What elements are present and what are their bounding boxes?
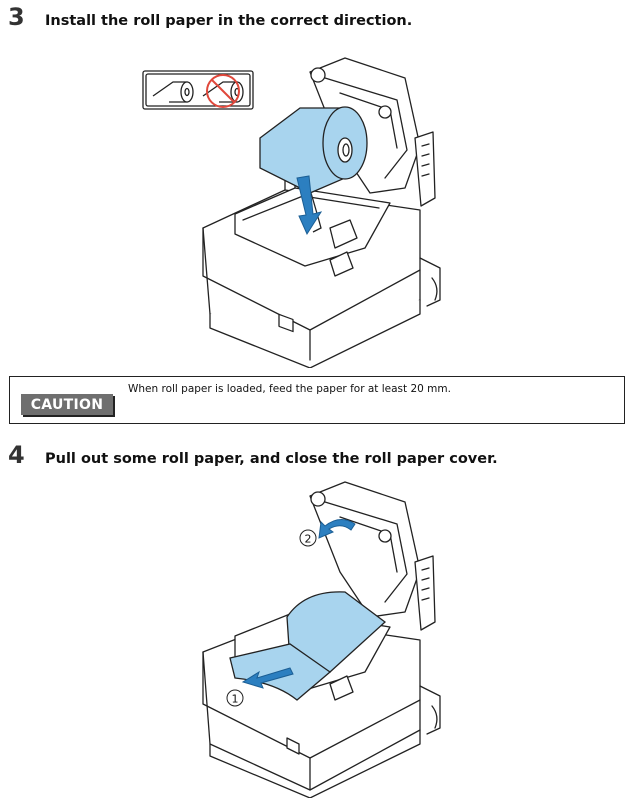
step-title: Pull out some roll paper, and close the … xyxy=(45,451,498,467)
pull-arrow xyxy=(241,667,294,689)
step-3-heading: 3 Install the roll paper in the correct … xyxy=(8,3,412,31)
caution-badge: CAUTION xyxy=(21,394,113,415)
callout-1: 1 xyxy=(226,689,244,707)
callout-2: 2 xyxy=(299,529,317,547)
prohibition-icon xyxy=(206,74,240,108)
paper-direction-guide xyxy=(142,70,254,110)
insert-arrow xyxy=(296,175,323,236)
step-4-heading: 4 Pull out some roll paper, and close th… xyxy=(8,441,498,469)
close-arrow xyxy=(318,519,356,539)
callout-2-label: 2 xyxy=(305,533,312,546)
roll-paper xyxy=(259,106,368,233)
close-cover-illustration: 1 2 xyxy=(202,481,441,798)
install-roll-paper-illustration xyxy=(142,57,441,368)
caution-text: When roll paper is loaded, feed the pape… xyxy=(128,383,451,395)
step-number: 4 xyxy=(8,441,25,469)
callout-1-label: 1 xyxy=(232,693,239,706)
step-title: Install the roll paper in the correct di… xyxy=(45,13,413,29)
caution-notice: CAUTION When roll paper is loaded, feed … xyxy=(9,376,625,424)
step-number: 3 xyxy=(8,3,25,31)
